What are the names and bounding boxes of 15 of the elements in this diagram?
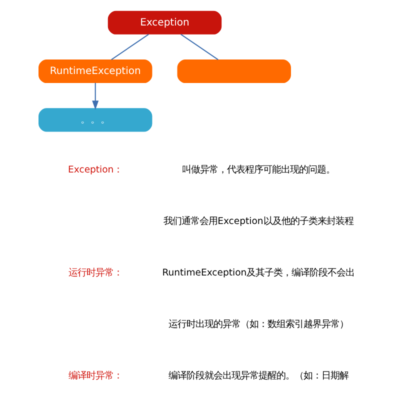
node-box: [176, 59, 290, 84]
label: Exception：: [68, 164, 122, 176]
node-box: Exception: [107, 10, 222, 34]
connector: [180, 34, 218, 60]
label: 运行时异常：: [68, 267, 122, 278]
arrow: [92, 82, 98, 110]
node-box: RuntimeException: [38, 59, 152, 84]
connector: [110, 34, 148, 60]
label: 编译阶段就会出现异常提醒的。（如：日期解: [168, 370, 348, 382]
node-box: 。。。: [38, 108, 152, 132]
label: 编译时异常：: [68, 370, 122, 382]
label: RuntimeException及其子类，编译阶段不会出: [162, 267, 354, 278]
label: 我们通常会用Exception以及他的子类来封装程: [163, 216, 353, 227]
label: 运行时出现的异常（如：数组索引越界异常）: [168, 318, 348, 330]
label: 叫做异常，代表程序可能出现的问题。: [181, 164, 334, 176]
